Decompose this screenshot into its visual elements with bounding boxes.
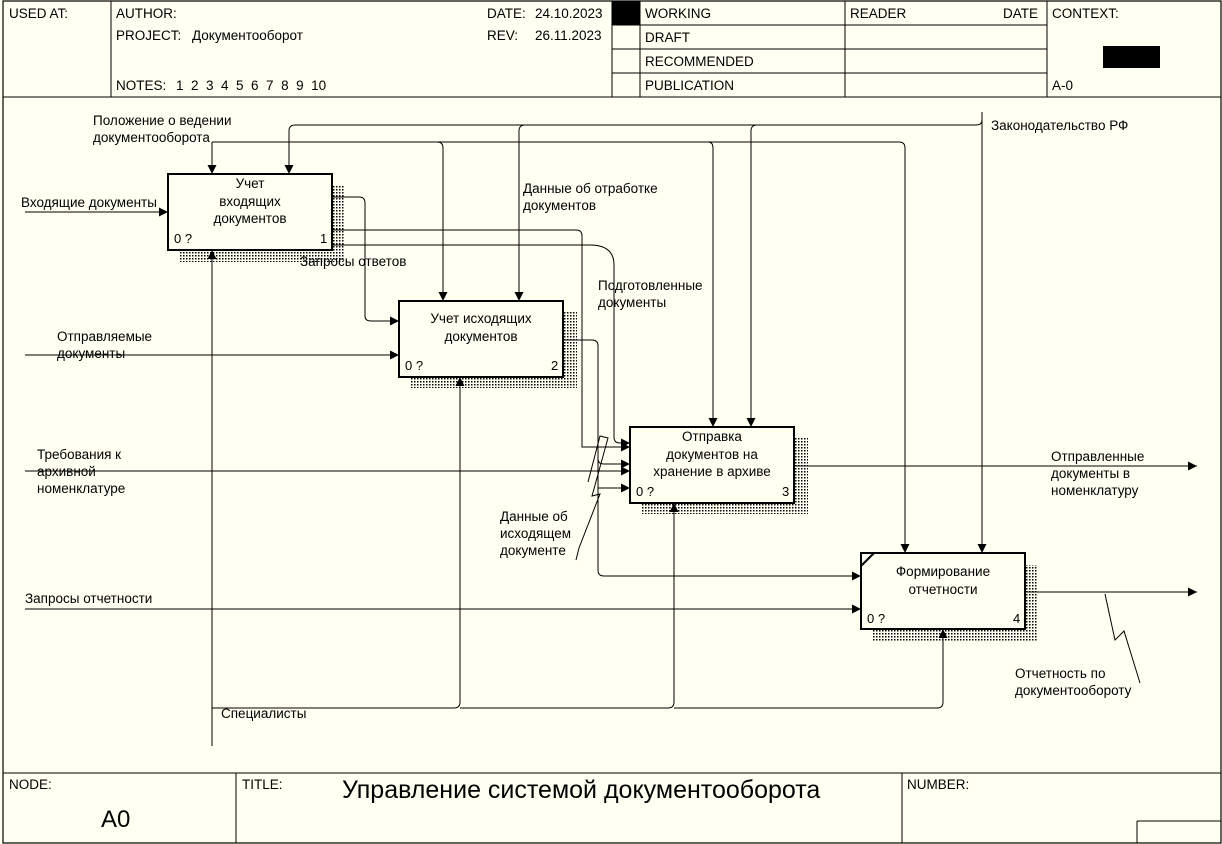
used-at-label: USED AT: xyxy=(9,6,69,21)
project-label: PROJECT: xyxy=(116,28,182,43)
squiggle-outgoing-data xyxy=(575,435,609,561)
squiggle-workflow-report xyxy=(1104,593,1141,684)
box-1-title: Учет входящих документов xyxy=(213,176,287,226)
box-3-cost: 0 ? xyxy=(636,484,655,499)
label-answer-requests: Запросы ответов xyxy=(300,254,407,269)
arrow-specialists-to-4[interactable] xyxy=(674,629,948,709)
box-3[interactable] xyxy=(629,426,795,504)
label-specialists: Специалисты xyxy=(221,706,307,721)
rev-label: REV: xyxy=(487,28,519,43)
title-label: TITLE: xyxy=(242,777,283,792)
reader-date-label: DATE xyxy=(1003,6,1039,21)
reader-label: READER xyxy=(850,6,907,21)
footer-grid xyxy=(3,772,1221,843)
box-2-title: Учет исходящих документов xyxy=(430,311,532,344)
label-regulation: Положение о ведении документооборота xyxy=(93,113,232,145)
context-node: A-0 xyxy=(1052,78,1074,93)
rev-value: 26.11.2023 xyxy=(535,28,602,43)
box-4[interactable] xyxy=(860,552,1026,630)
box-2-cost: 0 ? xyxy=(405,358,424,373)
notes-label: NOTES: xyxy=(116,78,167,93)
label-report-requests: Запросы отчетности xyxy=(25,591,153,606)
number-label: NUMBER: xyxy=(907,777,970,792)
notes-numbers: 1 2 3 4 5 6 7 8 9 10 xyxy=(176,78,327,93)
arrow-legislation-to-2[interactable] xyxy=(514,124,526,301)
context-node-marker xyxy=(1103,46,1160,68)
box-2[interactable] xyxy=(398,300,564,378)
box-1-cost: 0 ? xyxy=(174,231,193,246)
label-outgoing-data: Данные об исходящем документе xyxy=(500,509,572,558)
arrow-processing-data[interactable] xyxy=(332,229,630,452)
arrow-specialists-to-2[interactable] xyxy=(212,377,465,709)
working-status-marker xyxy=(612,1,640,25)
node-label: NODE: xyxy=(9,777,52,792)
box-2-number: 2 xyxy=(551,358,559,373)
diagram-title: Управление системой документооборота xyxy=(342,776,821,804)
label-sent-docs: Отправленные документы в номенклатуру xyxy=(1051,449,1145,498)
status-draft: DRAFT xyxy=(645,30,690,45)
label-workflow-report: Отчетность по документообороту xyxy=(1015,666,1132,698)
author-label: AUTHOR: xyxy=(116,6,177,21)
status-working: WORKING xyxy=(645,6,711,21)
label-archive-requirements: Требования к архивной номенклатуре xyxy=(37,447,126,496)
box-4-number: 4 xyxy=(1013,611,1021,626)
box-3-number: 3 xyxy=(782,484,790,499)
date-value: 24.10.2023 xyxy=(535,6,603,21)
label-incoming-docs: Входящие документы xyxy=(21,195,157,210)
box-3-title: Отправка документов на хранение в архиве xyxy=(653,429,771,479)
arrow-specialists-to-3[interactable] xyxy=(460,503,679,709)
label-legislation: Законодательство РФ xyxy=(991,118,1129,133)
arrow-legislation-to-1[interactable] xyxy=(284,112,983,174)
box-1[interactable] xyxy=(167,173,333,251)
node-value: A0 xyxy=(101,806,131,833)
arrow-outgoing-data-to-3[interactable] xyxy=(563,339,630,469)
box-4-cost: 0 ? xyxy=(867,611,886,626)
label-outgoing-docs: Отправляемые документы xyxy=(57,329,153,361)
context-label: CONTEXT: xyxy=(1052,6,1119,21)
box-4-corner-mark xyxy=(860,552,875,567)
status-publication: PUBLICATION xyxy=(645,78,735,93)
project-value: Документооборот xyxy=(192,28,303,43)
date-label: DATE: xyxy=(487,6,526,21)
arrow-outgoing-data-to-4[interactable] xyxy=(597,459,861,581)
box-1-number: 1 xyxy=(320,231,328,246)
label-processing-data: Данные об отработке документов xyxy=(523,181,658,213)
arrow-legislation-to-3[interactable] xyxy=(746,124,758,427)
arrow-prepared-docs[interactable] xyxy=(332,244,630,448)
arrow-regulation-to-4[interactable] xyxy=(708,141,910,553)
arrow-answer-requests[interactable] xyxy=(332,196,399,326)
box-4-title: Формирование отчетности xyxy=(895,564,991,597)
label-prepared-docs: Подготовленные документы xyxy=(598,278,703,310)
status-recommended: RECOMMENDED xyxy=(645,54,754,69)
